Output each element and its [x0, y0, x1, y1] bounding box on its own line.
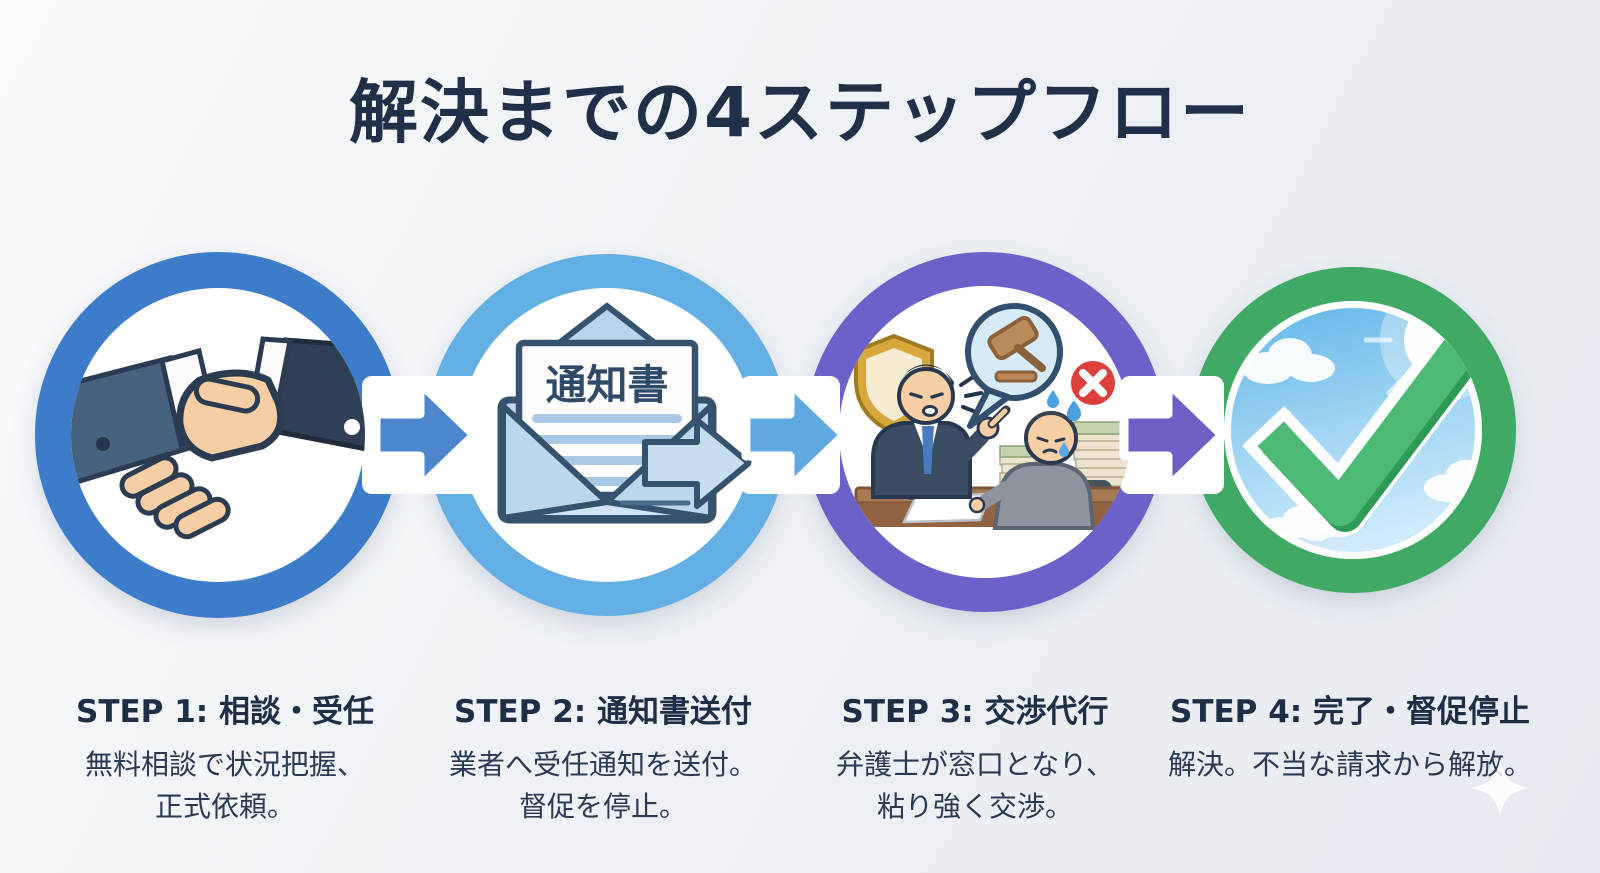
lawyer-figure — [871, 364, 1011, 500]
handshake-left-button — [96, 437, 110, 451]
flow-diagram: 通知書 — [35, 252, 1516, 618]
step-1-description: 無料相談で状況把握、正式依頼。 — [20, 744, 430, 828]
flow-arrow-2 — [741, 378, 849, 492]
step-3-desc-line2: 粘り強く交渉。 — [876, 790, 1073, 823]
sparkle-icon — [1471, 759, 1529, 817]
send-arrow — [642, 417, 752, 509]
flow-arrow-3 — [1119, 378, 1227, 492]
step-2-heading: STEP 2: 通知書送付 — [454, 694, 752, 730]
step-4-heading: STEP 4: 完了・督促停止 — [1170, 694, 1530, 730]
step-3-desc-line1: 弁護士が窓口となり、 — [835, 748, 1115, 781]
step-4-caption: STEP 4: 完了・督促停止 解決。不当な請求から解放。 — [1145, 686, 1555, 786]
notice-letter-icon: 通知書 — [497, 302, 752, 524]
flow-arrow-1 — [371, 378, 479, 492]
gavel-icon — [987, 315, 1046, 383]
step-1-desc-line1: 無料相談で状況把握、 — [84, 748, 365, 781]
envelope-front-bottom — [500, 499, 714, 521]
step-4-desc-line1: 解決。不当な請求から解放。 — [1167, 748, 1532, 781]
step-2-caption: STEP 2: 通知書送付 業者へ受任通知を送付。督促を停止。 — [398, 686, 808, 828]
client-figure — [968, 411, 1096, 530]
gavel-speech-bubble — [965, 303, 1063, 429]
page-title: 解決までの4ステップフロー — [348, 73, 1251, 153]
notice-letter-label: 通知書 — [546, 361, 669, 409]
check-glyph — [1242, 324, 1482, 537]
sweat-drops — [1047, 390, 1081, 421]
handshake-thumb — [193, 376, 261, 414]
step-2-description: 業者へ受任通知を送付。督促を停止。 — [398, 744, 808, 828]
step-1-caption: STEP 1: 相談・受任 無料相談で状況把握、正式依頼。 — [20, 686, 430, 828]
emphasis-lines — [959, 375, 983, 414]
step-3-caption: STEP 3: 交渉代行 弁護士が窓口となり、粘り強く交渉。 — [770, 686, 1180, 828]
step-1-desc-line2: 正式依頼。 — [154, 790, 295, 823]
step-2-desc-line1: 業者へ受任通知を送付。 — [448, 748, 757, 781]
step-1-heading: STEP 1: 相談・受任 — [76, 694, 374, 730]
handshake-right-button — [344, 419, 360, 435]
handshake-fingers — [119, 455, 231, 540]
error-x-badge — [1067, 357, 1119, 409]
sweat-drop-cheek — [1059, 442, 1069, 457]
step-2-desc-line2: 督促を停止。 — [518, 790, 687, 823]
checkmark-icon — [1224, 301, 1482, 559]
negotiation-icon — [854, 303, 1131, 530]
step-4-description: 解決。不当な請求から解放。 — [1145, 744, 1555, 786]
step-3-description: 弁護士が窓口となり、粘り強く交渉。 — [770, 744, 1180, 828]
step-3-heading: STEP 3: 交渉代行 — [841, 694, 1109, 730]
